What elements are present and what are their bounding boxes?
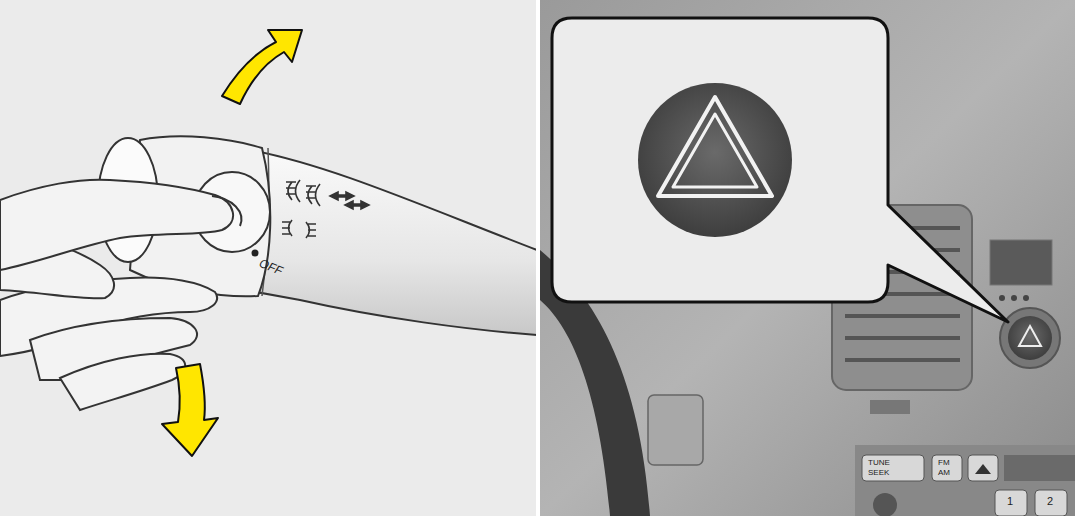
radio-button-label: AM <box>938 469 950 477</box>
preset-number: 1 <box>1007 496 1013 507</box>
radio-button-label: TUNE <box>868 459 890 467</box>
radio-button-label: FM <box>938 459 950 467</box>
preset-number: 2 <box>1047 496 1053 507</box>
radio-button-label: SEEK <box>868 469 889 477</box>
